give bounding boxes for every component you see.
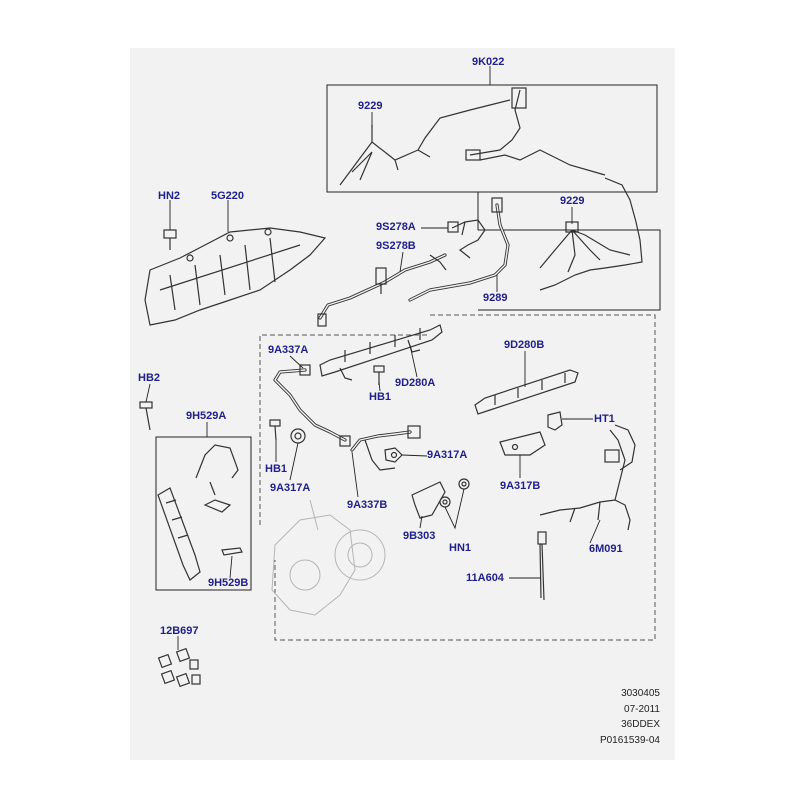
sensor-harness-9k022 xyxy=(339,87,606,186)
glow-plug-harness-6m091 xyxy=(539,424,636,531)
label-9a337a: 9A337A xyxy=(268,344,309,356)
label-hb1-mid: HB1 xyxy=(369,391,392,403)
label-9s278b: 9S278B xyxy=(376,240,416,252)
pipe-9s278a xyxy=(447,219,486,259)
label-9229-top: 9229 xyxy=(358,100,383,112)
clamp-9a317b xyxy=(499,431,546,456)
leader-lines xyxy=(145,66,601,650)
label-hn1: HN1 xyxy=(449,542,472,554)
sensor-ht1 xyxy=(547,411,563,431)
label-5g220: 5G220 xyxy=(211,190,245,202)
clamp-9a317a-right xyxy=(384,447,403,463)
hp-pipe-9a337a xyxy=(273,364,351,447)
harness-9k022-box xyxy=(326,84,658,193)
harness-9229-box xyxy=(478,229,661,311)
bracket-9b303 xyxy=(411,481,446,519)
engine-area-dashed-outline xyxy=(259,314,656,641)
label-12b697: 12B697 xyxy=(160,625,199,637)
injector-9h529a-box xyxy=(155,436,252,591)
label-9d280a: 9D280A xyxy=(395,377,436,389)
label-6m091: 6M091 xyxy=(589,543,623,555)
label-9h529b: 9H529B xyxy=(208,577,249,589)
label-9a317a-right: 9A317A xyxy=(427,449,468,461)
bolt-hb2 xyxy=(139,401,153,431)
label-hb2: HB2 xyxy=(138,372,161,384)
info-line-2: 07-2011 xyxy=(624,704,660,715)
label-9a317a-left: 9A317A xyxy=(270,482,311,494)
sensor-harness-9229 xyxy=(539,177,643,291)
label-9229-right: 9229 xyxy=(560,195,585,207)
label-9a337b: 9A337B xyxy=(347,499,388,511)
label-9d280b: 9D280B xyxy=(504,339,545,351)
label-ht1: HT1 xyxy=(594,413,615,425)
glow-plug-11a604 xyxy=(537,531,547,601)
info-line-4: P0161539-04 xyxy=(599,735,660,746)
fuel-rail-9d280b xyxy=(474,369,579,415)
bolt-hn2 xyxy=(163,229,177,250)
fuel-pump-ghost xyxy=(271,499,386,616)
label-9s278a: 9S278A xyxy=(376,221,416,233)
label-hb1-left: HB1 xyxy=(265,463,288,475)
info-line-1: 3030405 xyxy=(621,688,660,699)
label-9a317b: 9A317B xyxy=(500,480,541,492)
info-line-3: 36DDEX xyxy=(621,719,660,730)
label-hn2: HN2 xyxy=(158,190,181,202)
label-9k022: 9K022 xyxy=(472,56,505,68)
label-9289: 9289 xyxy=(483,292,508,304)
clamp-9a317a-left xyxy=(290,428,306,444)
pipe-9s278b xyxy=(375,254,447,294)
fuel-rail-9d280a xyxy=(319,324,443,381)
hp-pipe-9a337b xyxy=(350,425,421,471)
tube-set-12b697 xyxy=(157,647,201,688)
injector-9h529a xyxy=(157,444,239,581)
label-9b303: 9B303 xyxy=(403,530,436,542)
fuel-return-pipe-9289 xyxy=(317,197,510,327)
diagram-panel xyxy=(130,48,675,760)
heat-shield-5g220 xyxy=(144,227,327,326)
bolt-hb1-left xyxy=(269,419,281,441)
injector-seal-9h529b xyxy=(221,547,243,556)
label-11a604: 11A604 xyxy=(466,572,504,584)
label-9h529a: 9H529A xyxy=(186,410,227,422)
